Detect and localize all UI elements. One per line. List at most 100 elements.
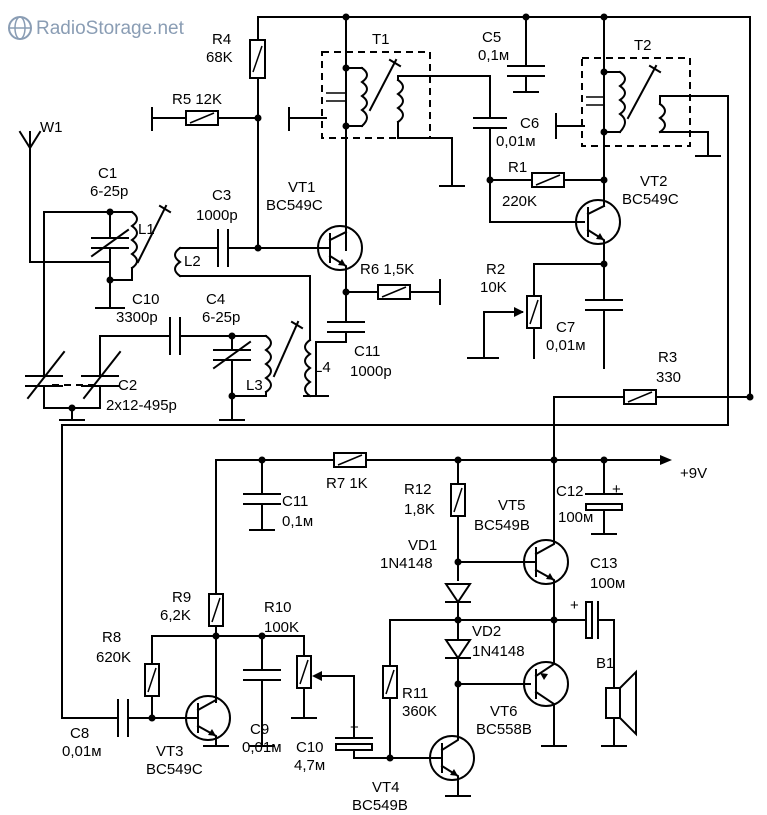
label-vd2: VD2 [472, 623, 501, 640]
label-c13-value: 100м [590, 575, 625, 592]
label-c11b-value: 0,1м [282, 513, 313, 530]
label-r12-value: 1,8K [404, 501, 435, 518]
label-r10-value: 100K [264, 619, 299, 636]
transformer-t2 [61, 16, 729, 719]
label-c10a-value: 3300p [116, 309, 158, 326]
resistor-r9 [208, 593, 224, 703]
label-t1: T1 [372, 31, 390, 48]
label-r8-value: 620K [96, 649, 131, 666]
tank-c1-l1 [43, 204, 172, 309]
label-r2-value: 10K [480, 279, 507, 296]
label-r10: R10 [264, 599, 292, 616]
capacitor-c12 [585, 459, 623, 535]
diode-vd2 [444, 639, 531, 737]
label-vt4: VT4 [372, 779, 400, 796]
label-c9: C9 [250, 721, 269, 738]
label-c5: C5 [482, 29, 501, 46]
capacitor-c9 [243, 635, 281, 747]
resistor-r5 [151, 107, 259, 131]
label-r1-value: 220K [502, 193, 537, 210]
capacitor-c2 [25, 261, 122, 421]
bias-node [389, 616, 555, 624]
coil-l4 [304, 338, 312, 398]
transformer-t1 [288, 16, 491, 251]
globe-icon [8, 16, 32, 40]
label-c10a: C10 [132, 291, 160, 308]
label-c12: C12 [556, 483, 584, 500]
label-c11a: C11 [354, 343, 380, 360]
label-r12: R12 [404, 481, 432, 498]
label-vt6: VT6 [490, 703, 518, 720]
resistor-r1 [489, 172, 608, 188]
label-l3: L3 [246, 377, 263, 394]
coil-l2 [174, 246, 311, 341]
capacitor-c7 [585, 263, 623, 369]
capacitor-c3 [179, 229, 259, 267]
label-plus-c10b: + [350, 719, 359, 736]
label-r9-value: 6,2K [160, 607, 191, 624]
label-vd1: VD1 [408, 537, 437, 554]
transistor-vt6 [523, 659, 569, 747]
diode-vd1 [444, 583, 472, 641]
label-c4-value: 6-25p [202, 309, 240, 326]
label-c10b: C10 [296, 739, 324, 756]
transistor-vt5 [523, 459, 569, 661]
label-c12-value: 100м [558, 509, 593, 526]
label-c9-value: 0,01м [242, 739, 282, 756]
label-c10b-value: 4,7м [294, 757, 325, 774]
potentiometer-r10 [212, 632, 355, 719]
resistor-r12 [450, 459, 531, 581]
transistor-vt1 [257, 225, 363, 323]
capacitor-c5 [507, 16, 545, 93]
label-r9: R9 [172, 589, 191, 606]
label-r11: R11 [402, 685, 428, 702]
label-c2-value: 2x12-495p [106, 397, 177, 414]
label-r6: R6 1,5K [360, 261, 414, 278]
label-t2: T2 [634, 37, 652, 54]
label-c1: C1 [98, 165, 117, 182]
label-c7: C7 [556, 319, 575, 336]
label-vt2: VT2 [640, 173, 668, 190]
label-plus-c13: + [570, 597, 579, 614]
label-r8: R8 [102, 629, 121, 646]
capacitor-c13 [553, 601, 615, 675]
speaker-b1 [601, 669, 637, 747]
capacitor-c10b [335, 675, 373, 759]
label-c8: C8 [70, 725, 89, 742]
label-r2: R2 [486, 261, 505, 278]
label-r3-value: 330 [656, 369, 681, 386]
label-l1: L1 [138, 221, 155, 238]
label-c6: C6 [520, 115, 539, 132]
labels: W1 R4 68K R5 12K T1 C5 0,1м T2 C6 0,01м … [40, 29, 707, 814]
tank-c4-l3 [211, 320, 304, 421]
label-c6-value: 0,01м [496, 133, 536, 150]
label-vt2-type: BC549C [622, 191, 679, 208]
label-w1: W1 [40, 119, 63, 136]
antenna-w1 [18, 130, 111, 263]
label-r1: R1 [508, 159, 527, 176]
label-c5-value: 0,1м [478, 47, 509, 64]
label-vd1-type: 1N4148 [380, 555, 433, 572]
resistor-r11 [382, 619, 398, 762]
transistor-vt2 [575, 199, 621, 268]
label-vt5: VT5 [498, 497, 526, 514]
label-vt3: VT3 [156, 743, 184, 760]
capacitor-c11b [243, 459, 281, 531]
label-c11b: C11 [282, 493, 308, 510]
resistor-r3 [553, 389, 754, 461]
capacitor-c11a [303, 321, 365, 397]
label-vt3-type: BC549C [146, 761, 203, 778]
transistor-vt3 [185, 695, 231, 747]
rail-9v [215, 452, 672, 595]
label-l2: L2 [184, 253, 201, 270]
label-vt1-type: BC549C [266, 197, 323, 214]
capacitor-c8 [61, 699, 197, 737]
label-r11-value: 360K [402, 703, 437, 720]
resistor-r6 [345, 279, 441, 305]
capacitor-c10a [99, 317, 213, 355]
watermark: RadioStorage.net [8, 16, 185, 40]
label-r3: R3 [658, 349, 677, 366]
label-r4: R4 [212, 31, 231, 48]
label-vd2-type: 1N4148 [472, 643, 525, 660]
